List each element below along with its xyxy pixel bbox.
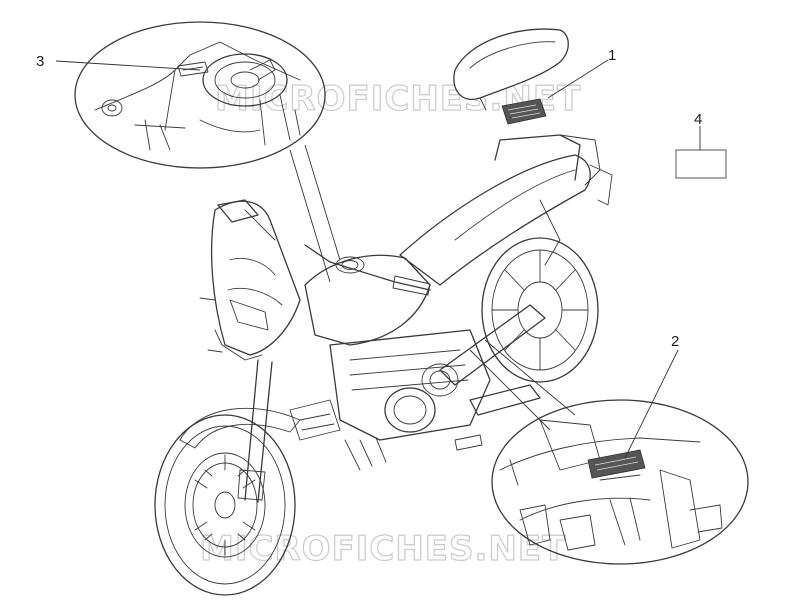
callout-4: 4 [694, 111, 702, 128]
callout-2: 2 [671, 333, 679, 350]
part-2-label-plate [587, 449, 646, 479]
part-1-label-plate [501, 98, 547, 125]
leader-3 [55, 60, 201, 71]
leader-1 [547, 59, 609, 99]
part-seat-detail [453, 28, 569, 111]
front-wheel [154, 414, 296, 596]
leader-2 [624, 349, 679, 459]
motorcycle-illustration [154, 134, 613, 596]
callout-1: 1 [608, 47, 616, 64]
rear-wheel [481, 237, 599, 383]
detail-circle-tank [74, 21, 326, 169]
connector-frame [469, 339, 576, 431]
part-4-label-blank [675, 149, 727, 179]
watermark-bottom: MICROFICHES.NET [200, 529, 566, 569]
callout-3: 3 [36, 53, 44, 70]
connector-tank [289, 144, 341, 283]
